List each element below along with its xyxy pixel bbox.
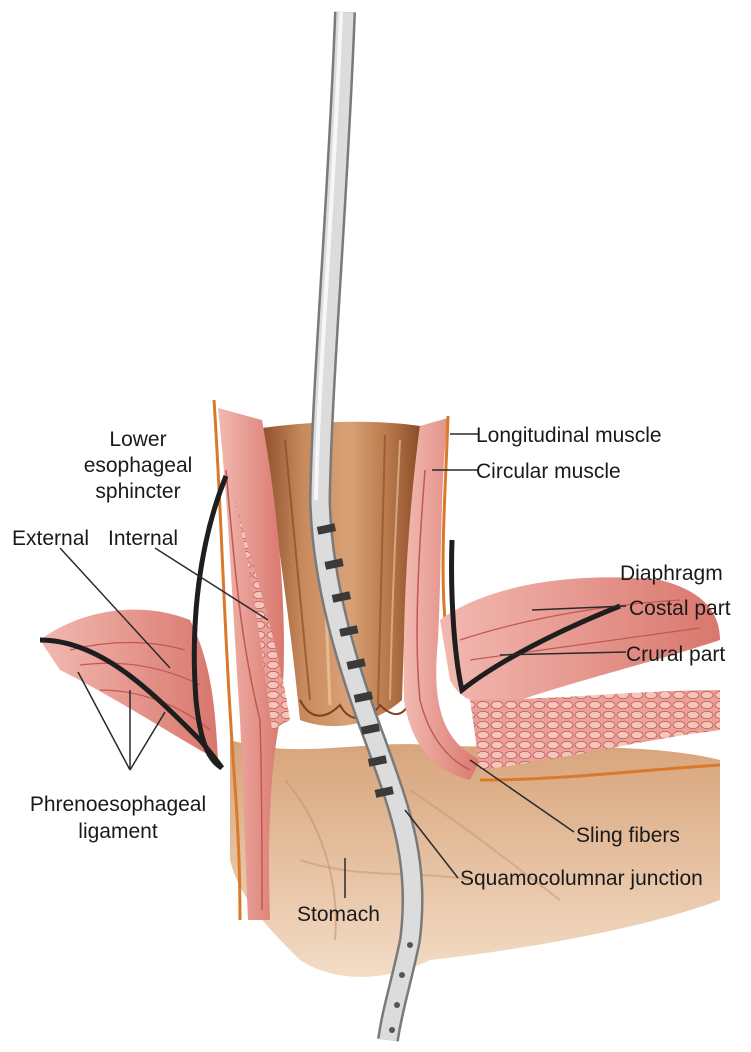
label-circular-muscle: Circular muscle [476, 460, 621, 483]
label-internal: Internal [108, 527, 178, 550]
label-les-line3: sphincter [68, 480, 208, 503]
label-costal-part: Costal part [629, 597, 731, 620]
catheter-port [394, 1002, 400, 1008]
label-sling-fibers: Sling fibers [576, 824, 680, 847]
label-les-line1: Lower [68, 428, 208, 451]
label-crural-part: Crural part [626, 643, 725, 666]
label-external: External [12, 527, 89, 550]
diaphragm-left [40, 610, 218, 760]
leader-phreno-c [130, 712, 165, 770]
catheter-port [407, 942, 413, 948]
label-phrenoesophageal-line2: ligament [20, 820, 216, 843]
catheter-port [389, 1027, 395, 1033]
label-phrenoesophageal-line1: Phrenoesophageal [20, 793, 216, 816]
esophageal-lumen [262, 422, 420, 726]
label-les-line2: esophageal [68, 454, 208, 477]
stomach-region [230, 740, 720, 977]
label-longitudinal-muscle: Longitudinal muscle [476, 424, 662, 447]
label-squamocolumnar-junction: Squamocolumnar junction [460, 867, 703, 890]
label-stomach: Stomach [297, 903, 380, 926]
label-diaphragm: Diaphragm [620, 562, 723, 585]
catheter-port [399, 972, 405, 978]
